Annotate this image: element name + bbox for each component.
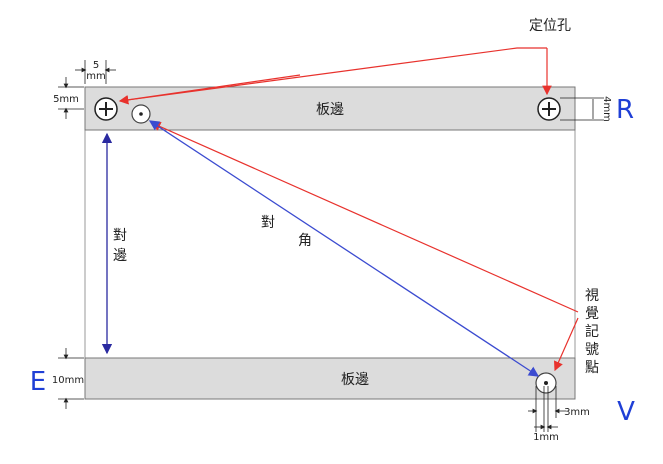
- svg-text:號: 號: [585, 342, 599, 358]
- svg-text:點: 點: [585, 360, 599, 376]
- top-edge-height-label: 5mm: [53, 94, 79, 105]
- opposite-edge-label-1: 對: [113, 228, 127, 244]
- right-locating-hole-icon: [537, 97, 561, 121]
- left-locating-hole-icon: [94, 97, 118, 121]
- diagonal-label-2: 角: [298, 233, 312, 249]
- hole-offset-unit: mm: [86, 71, 105, 82]
- diagonal-arrow: [148, 120, 540, 377]
- fiducial-size-dimension: [528, 386, 566, 432]
- bottom-board-edge: [84, 357, 576, 400]
- hole-offset-dimension: [75, 60, 116, 84]
- fiducial-size-label: 3mm: [564, 407, 590, 418]
- opposite-edge-label-2: 邊: [113, 248, 127, 264]
- right-hole-dimension: [560, 97, 604, 121]
- top-fiducial-icon: [131, 104, 151, 124]
- bottom-fiducial-icon: [535, 372, 557, 394]
- corner-letter-v: V: [617, 397, 635, 427]
- bottom-edge-height-dimension: [58, 348, 84, 409]
- corner-letter-r: R: [616, 95, 634, 125]
- locating-hole-left-arrow: [118, 74, 301, 105]
- fiducial-inner-label: 1mm: [533, 432, 559, 443]
- bottom-board-edge-label: 板邊: [341, 372, 369, 388]
- fiducial-label: 視 覺 記 號 點: [585, 288, 599, 376]
- diagonal-label-1: 對: [261, 215, 275, 231]
- svg-text:視: 視: [585, 288, 599, 304]
- top-board-edge-label: 板邊: [316, 102, 344, 118]
- svg-text:覺: 覺: [585, 306, 599, 322]
- right-hole-size-label: 4mm: [601, 96, 612, 122]
- svg-text:記: 記: [585, 323, 599, 340]
- corner-letter-e: E: [30, 367, 46, 397]
- locating-hole-pointer-line: [119, 47, 547, 102]
- top-edge-height-dimension: [58, 77, 84, 119]
- fiducial-bottom-arrow: [554, 317, 579, 372]
- bottom-edge-height-label: 10mm: [52, 375, 84, 386]
- hole-offset-value: 5: [93, 60, 99, 71]
- locating-hole-label: 定位孔: [529, 18, 571, 34]
